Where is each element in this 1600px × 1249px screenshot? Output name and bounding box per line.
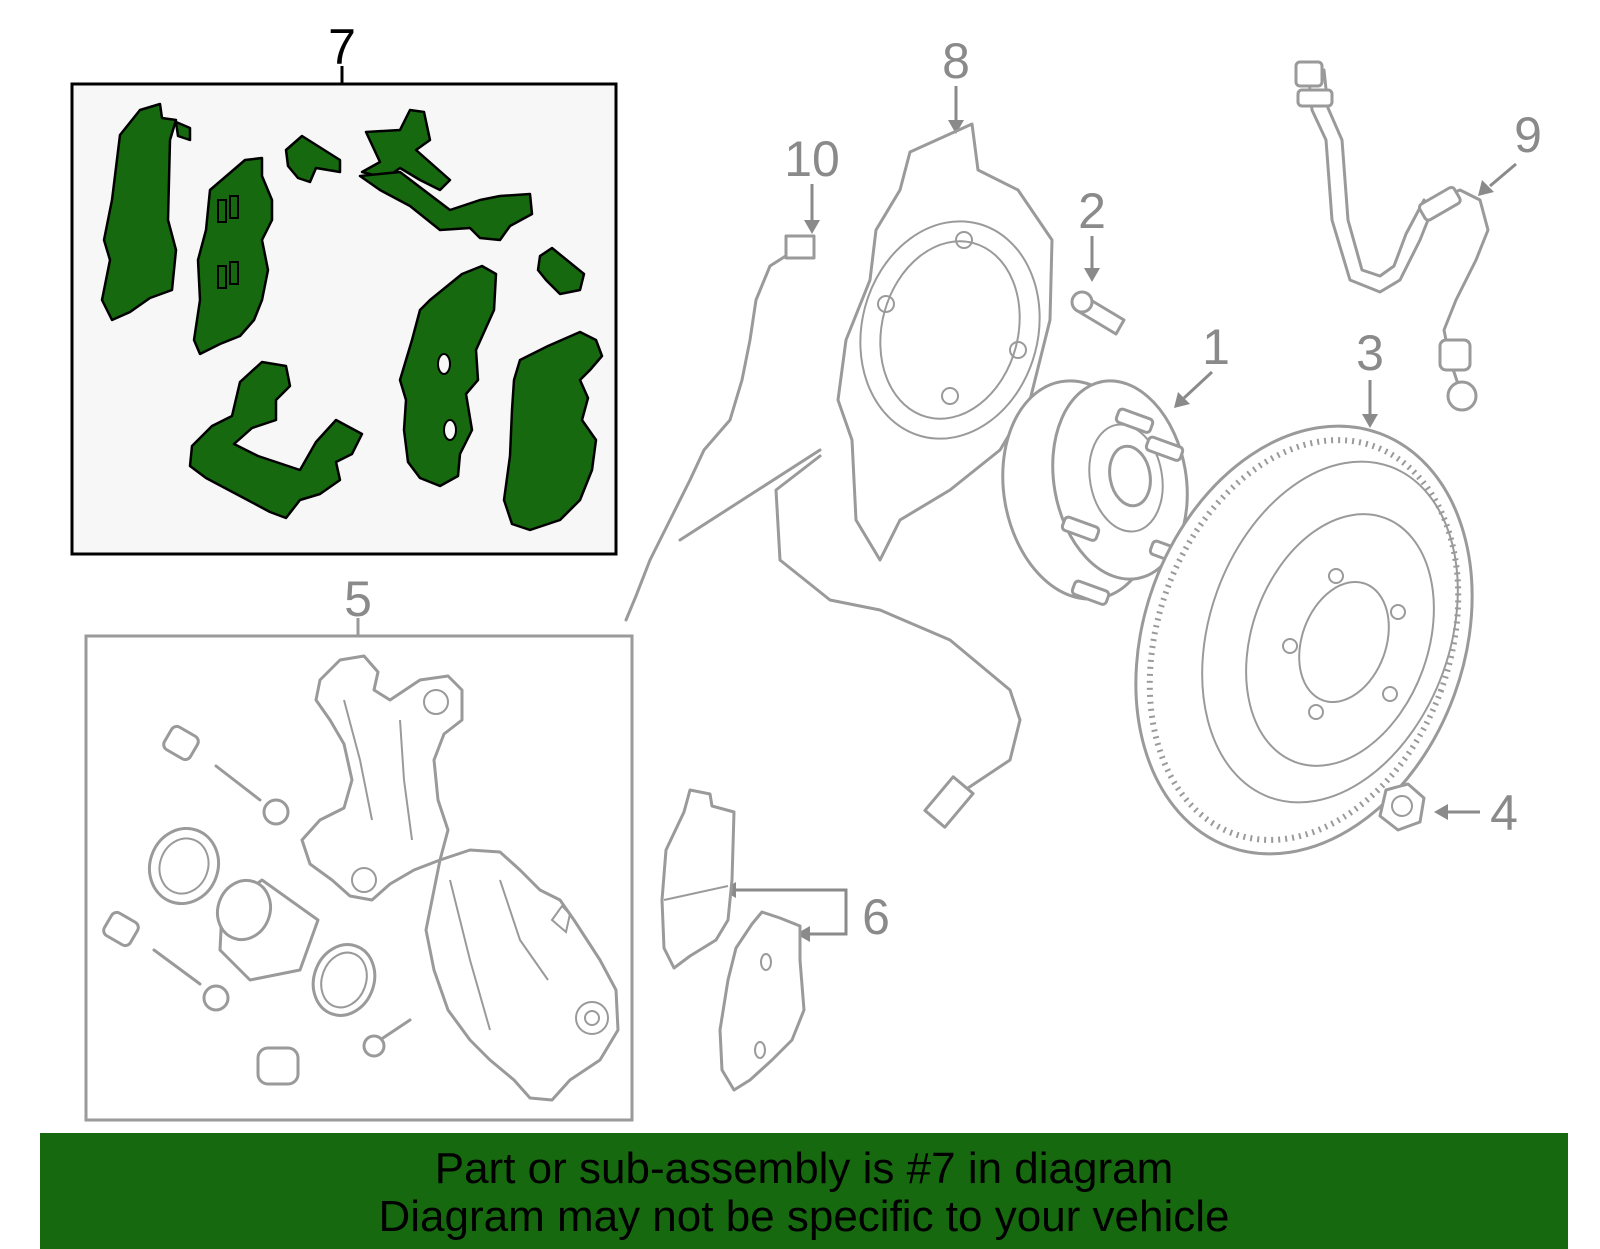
retaining-clip-top: [284, 134, 342, 184]
brake-pad-6a: [660, 788, 736, 970]
callout-10-arrow: [804, 220, 820, 234]
guide-rail-top: [360, 108, 452, 192]
callout-9: 9: [1514, 107, 1542, 163]
banner-line-1: Part or sub-assembly is #7 in diagram: [434, 1144, 1174, 1193]
wheel-stud: [1070, 290, 1126, 336]
brake-pad-outer: [502, 330, 604, 532]
brake-pad-6b: [718, 910, 806, 1092]
hub-nut: [1378, 782, 1426, 832]
info-banner: Part or sub-assembly is #7 in diagram Di…: [40, 1133, 1568, 1249]
callout-4: 4: [1490, 785, 1518, 841]
guide-pin-boot-lower: [102, 910, 140, 948]
abs-connector: [784, 234, 816, 260]
brake-pad-inner: [398, 264, 498, 488]
abs-sensor-head: [923, 775, 975, 829]
brake-hose-inner: [1322, 68, 1426, 278]
abs-bracket: [678, 448, 822, 542]
callout-8-arrow: [948, 120, 964, 134]
caliper-bracket-detail: [343, 689, 449, 893]
guide-pin-lower: [152, 948, 230, 1012]
callout-5: 5: [344, 571, 372, 627]
part-9-group[interactable]: 9: [1294, 60, 1542, 412]
abutment-bracket: [188, 360, 364, 520]
part-1-group[interactable]: 1: [986, 319, 1230, 612]
dust-shield: [836, 122, 1054, 562]
brake-hose-fittings: [1294, 60, 1478, 412]
pad-clip-mid-left: [192, 156, 274, 356]
brake-pad-6b-holes: [754, 953, 772, 1059]
guide-pin-boot-upper: [162, 724, 200, 762]
callout-9-arrow: [1478, 180, 1494, 196]
callout-6: 6: [862, 889, 890, 945]
callout-8: 8: [942, 33, 970, 89]
guide-rail-lower: [358, 170, 534, 242]
brake-pad-6a-line: [663, 885, 729, 901]
callout-9-leader: [1489, 162, 1517, 188]
part-10-group[interactable]: 10: [624, 131, 1022, 829]
callout-1-leader: [1182, 370, 1214, 400]
piston-seal: [311, 943, 377, 1017]
dust-shield-detail: [859, 220, 1041, 440]
part-3-group[interactable]: 3: [1078, 325, 1529, 901]
part-4-group[interactable]: 4: [1378, 782, 1518, 841]
callout-6-leader-a: [734, 888, 848, 914]
part-6-group[interactable]: 6: [660, 788, 890, 1092]
brake-pad-inner-holes: [437, 353, 457, 441]
abs-sensor-harness: [624, 250, 794, 622]
callout-2-arrow: [1084, 268, 1100, 282]
wheel-hub: [1001, 379, 1189, 606]
callout-3-arrow: [1362, 414, 1378, 428]
piston-boot: [148, 826, 220, 906]
callout-4-arrow: [1434, 804, 1448, 820]
callout-7: 7: [328, 19, 356, 75]
caliper-body-detail: [449, 879, 609, 1035]
part-2-group[interactable]: 2: [1070, 183, 1126, 336]
part-8-group[interactable]: 8: [836, 33, 1064, 562]
anti-rattle-clip-a: [174, 120, 192, 142]
brake-rotor: [1134, 424, 1474, 856]
caliper-body: [424, 848, 620, 1102]
pad-clip-mid-left-slots: [217, 195, 239, 289]
callout-1-arrow: [1174, 392, 1190, 408]
abs-sensor-cable: [774, 454, 1022, 802]
callout-1: 1: [1202, 319, 1230, 375]
part-7-group[interactable]: 7: [70, 19, 618, 556]
callout-6-leader-b: [808, 914, 848, 936]
bleeder-cap: [256, 1046, 300, 1086]
callout-3: 3: [1356, 325, 1384, 381]
callout-10: 10: [784, 131, 840, 187]
pad-shim-left: [100, 102, 178, 322]
bleeder-screw: [362, 1018, 412, 1058]
banner-line-2: Diagram may not be specific to your vehi…: [378, 1192, 1230, 1241]
callout-2: 2: [1078, 183, 1106, 239]
guide-pin-upper: [214, 764, 290, 826]
caliper-piston: [216, 878, 320, 982]
callout-6-arrow-b: [796, 926, 810, 942]
retaining-clip-right: [536, 246, 586, 296]
part-5-group[interactable]: 5: [84, 571, 634, 1122]
